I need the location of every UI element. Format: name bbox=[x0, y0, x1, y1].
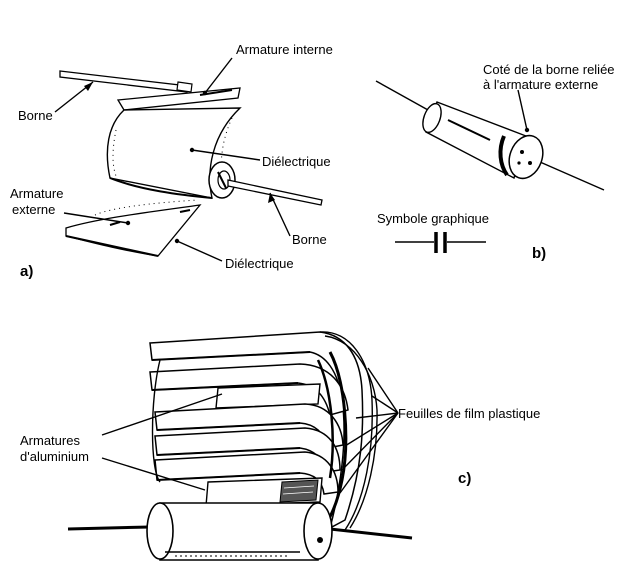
label-armature-externe-1: Armature bbox=[10, 186, 63, 201]
panel-c-leaders bbox=[101, 367, 399, 494]
tag-b: b) bbox=[532, 245, 546, 262]
panel-a: Armature interne Borne Diélectrique Arma… bbox=[10, 42, 333, 280]
label-dielectrique-1: Diélectrique bbox=[262, 154, 331, 169]
label-borne-right: Borne bbox=[292, 232, 327, 247]
tag-a: a) bbox=[20, 263, 33, 280]
tag-c: c) bbox=[458, 470, 471, 487]
panel-c: Feuilles de film plastique Armatures d'a… bbox=[20, 331, 540, 561]
label-armature-interne: Armature interne bbox=[236, 42, 333, 57]
dielectric-roll bbox=[106, 107, 242, 199]
capacitor-component bbox=[375, 80, 605, 191]
label-symbole: Symbole graphique bbox=[377, 211, 489, 226]
armature-externe-sheet bbox=[65, 199, 202, 257]
panel-b-leader bbox=[517, 89, 528, 131]
label-armatures-2: d'aluminium bbox=[20, 449, 89, 464]
label-armatures-1: Armatures bbox=[20, 433, 80, 448]
panel-a-leaders bbox=[54, 57, 291, 262]
panel-b: Coté de la borne reliée à l'armature ext… bbox=[375, 62, 615, 262]
label-borne-left: Borne bbox=[18, 108, 53, 123]
label-cote-2: à l'armature externe bbox=[483, 77, 598, 92]
label-cote-1: Coté de la borne reliée bbox=[483, 62, 615, 77]
borne-right-strip bbox=[227, 179, 323, 206]
label-dielectrique-2: Diélectrique bbox=[225, 256, 294, 271]
label-feuilles: Feuilles de film plastique bbox=[398, 406, 540, 421]
capacitor-body bbox=[67, 502, 413, 561]
label-armature-externe-2: externe bbox=[12, 202, 55, 217]
film-stack bbox=[149, 331, 378, 531]
capacitor-symbol bbox=[395, 232, 486, 253]
borne-left-strip bbox=[59, 70, 193, 93]
